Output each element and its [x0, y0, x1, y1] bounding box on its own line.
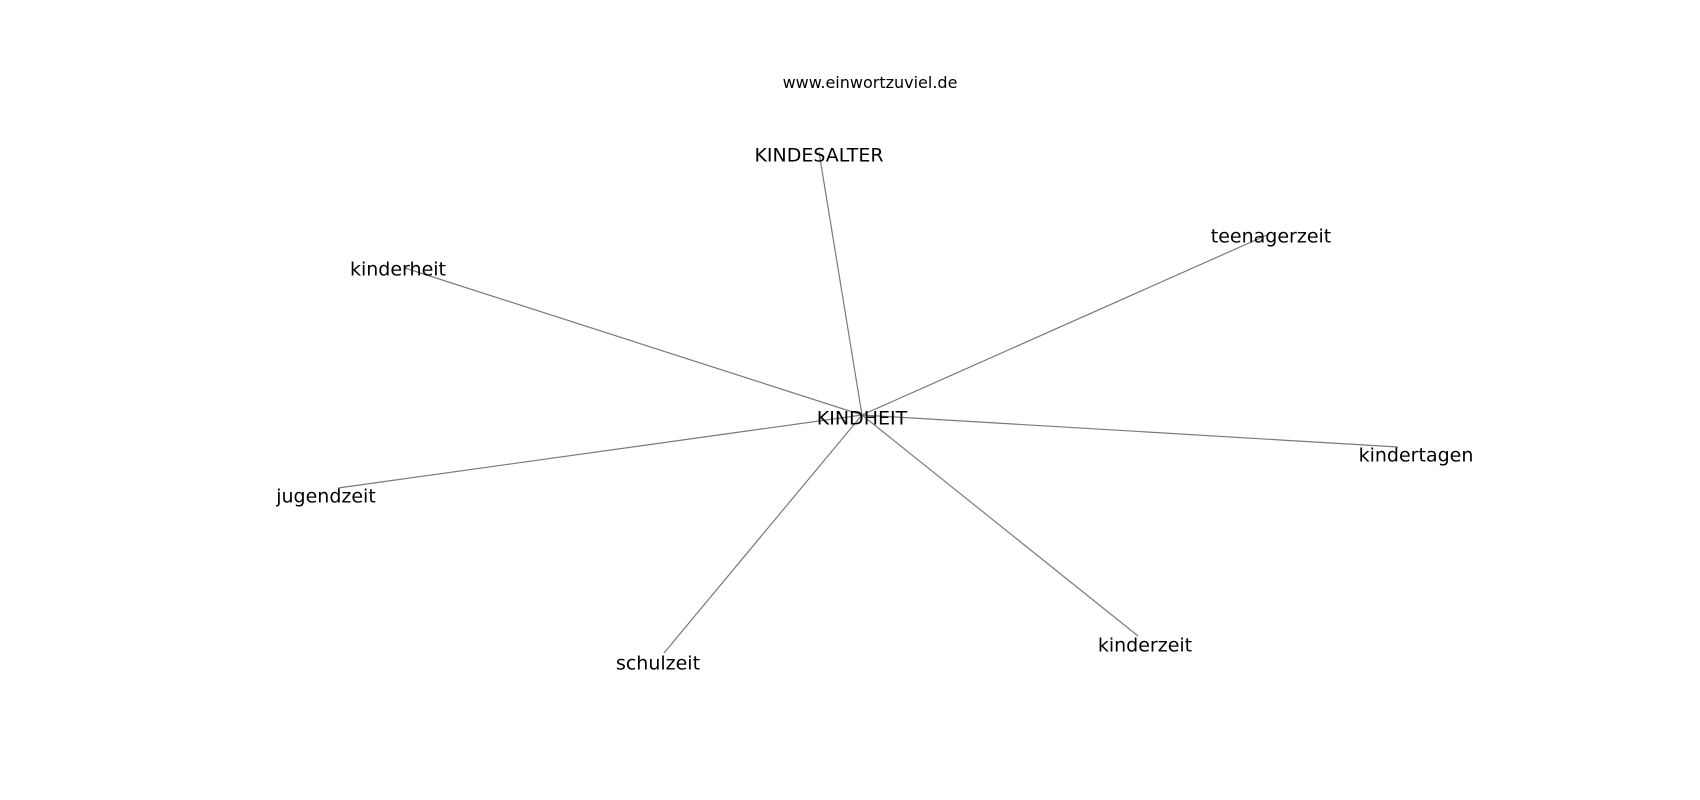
nodes-layer: KINDHEIT KINDESALTER teenagerzeit kinderhei…: [275, 145, 1473, 675]
edge-kindheit-schulzeit: [663, 414, 863, 654]
node-label-teenagerzeit: teenagerzeit: [1211, 226, 1331, 248]
edge-kindheit-kindertagen: [861, 414, 1399, 448]
edge-kindheit-teenagerzeit: [861, 234, 1268, 416]
edge-kindheit-kindesalter: [818, 151, 863, 416]
node-label-schulzeit: schulzeit: [616, 653, 700, 675]
site-url: www.einwortzuviel.de: [783, 73, 958, 92]
edge-kindheit-kinderheit: [404, 267, 863, 416]
edge-kindheit-kinderzeit: [861, 414, 1139, 637]
node-label-kindesalter: KINDESALTER: [754, 145, 883, 167]
node-label-kindertagen: kindertagen: [1359, 445, 1474, 467]
node-label-jugendzeit: jugendzeit: [275, 486, 376, 508]
node-label-kinderheit: kinderheit: [350, 259, 446, 281]
edges-layer: [337, 151, 1399, 654]
edge-kindheit-jugendzeit: [337, 414, 863, 489]
node-label-kinderzeit: kinderzeit: [1098, 635, 1192, 657]
center-node-label: KINDHEIT: [817, 408, 908, 430]
